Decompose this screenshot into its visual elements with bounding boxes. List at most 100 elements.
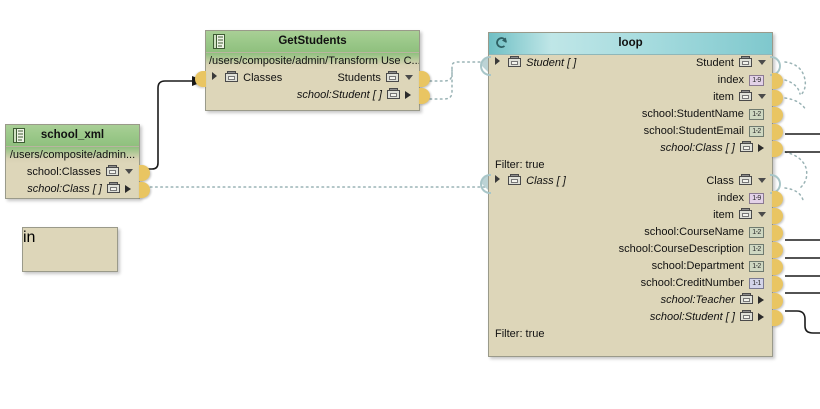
port-label-student-ref: school:Student [ ] (649, 311, 735, 323)
output-port-students[interactable] (419, 71, 430, 87)
output-port-school-class-array[interactable] (139, 182, 150, 198)
wire-teacher-out (785, 310, 820, 334)
chevron-down-icon[interactable] (758, 178, 766, 184)
type-badge-index: 1-9 (749, 75, 764, 87)
output-port-loop-index-1[interactable] (772, 73, 783, 89)
port-row-department[interactable]: school:Department 1-2 (489, 258, 783, 275)
output-port-course-description[interactable] (772, 242, 783, 258)
port-label-teacher: school:Teacher (660, 294, 735, 306)
output-port-student-email[interactable] (772, 124, 783, 140)
chevron-down-icon[interactable] (758, 212, 766, 218)
output-port-loop-item-2[interactable] (772, 208, 783, 224)
output-port-teacher[interactable] (772, 293, 783, 309)
node-loop-title: loop (618, 37, 643, 49)
port-label-credit-number: school:CreditNumber (640, 277, 744, 289)
port-row-loop-index-2[interactable]: index 1-9 (489, 190, 783, 207)
port-row-student-email[interactable]: school:StudentEmail 1-2 (489, 123, 783, 140)
port-row-school-class-array[interactable]: school:Class [ ] (6, 181, 150, 198)
output-port-school-class-ref[interactable] (772, 141, 783, 157)
output-port-school-classes[interactable] (139, 165, 150, 181)
wire-out-student-dotted (784, 61, 807, 97)
port-row-classes-input[interactable]: Classes Students (195, 70, 430, 87)
output-port-student-name[interactable] (772, 107, 783, 123)
output-port-student-array[interactable] (419, 88, 430, 104)
input-port-classes[interactable] (195, 71, 206, 87)
output-port-credit-number[interactable] (772, 276, 783, 292)
expander-icon[interactable] (495, 175, 500, 184)
arrow-left-icon (758, 144, 764, 153)
port-label-department: school:Department (651, 260, 744, 272)
node-school-xml-title: school_xml (40, 129, 105, 141)
arrow-left-icon (125, 185, 131, 194)
filter-label-2-row: Filter: true (489, 326, 772, 342)
output-port-student-ref[interactable] (772, 310, 783, 326)
wire-out-item-dotted (784, 97, 807, 111)
chevron-down-icon[interactable] (758, 94, 766, 100)
port-row-loop-item-2[interactable]: item (489, 207, 783, 224)
port-row-student-ref[interactable]: school:Student [ ] (489, 309, 783, 326)
node-school-xml[interactable]: school_xml /users/composite/admin... sch… (5, 124, 150, 199)
node-school-xml-header[interactable]: school_xml (6, 125, 139, 147)
node-get-students-header[interactable]: GetStudents (206, 31, 419, 53)
port-row-loop-output-class[interactable]: Class (706, 173, 766, 190)
port-row-school-classes[interactable]: school:Classes (6, 164, 150, 181)
wire-out-index-dotted (784, 79, 801, 95)
node-in-header[interactable]: in (23, 228, 117, 248)
node-loop-body: Student [ ] Student index 1-9 item (480, 55, 783, 342)
loop-refresh-icon (495, 35, 509, 50)
port-label-school-class-ref: school:Class [ ] (660, 142, 735, 154)
port-row-course-name[interactable]: school:CourseName 1-2 (489, 224, 783, 241)
filter-label-1: Filter: true (495, 159, 545, 171)
node-get-students-title: GetStudents (278, 35, 347, 47)
port-label-students-output: Students (337, 72, 381, 84)
type-badge-string: 1-2 (749, 227, 764, 239)
node-loop-header[interactable]: loop (489, 33, 772, 55)
output-port-department[interactable] (772, 259, 783, 275)
type-badge-string: 1-2 (749, 109, 764, 121)
expander-icon[interactable] (212, 72, 217, 81)
arrow-left-icon (758, 313, 764, 322)
output-port-course-name[interactable] (772, 225, 783, 241)
chevron-down-icon[interactable] (405, 75, 413, 81)
port-row-loop-item-1[interactable]: item (489, 89, 783, 106)
node-get-students-subtitle: /users/composite/admin/Transform Use C..… (206, 53, 419, 70)
port-label-loop-item-2: item (713, 209, 734, 221)
port-row-loop-input-student[interactable]: Student [ ] Student (480, 55, 781, 76)
port-label-school-classes: school:Classes (26, 166, 101, 178)
output-port-loop-index-2[interactable] (772, 191, 783, 207)
expander-icon[interactable] (495, 57, 500, 66)
port-row-course-description[interactable]: school:CourseDescription 1-2 (489, 241, 783, 258)
port-label-student-email: school:StudentEmail (643, 125, 744, 137)
port-row-loop-input-class[interactable]: Class [ ] Class (480, 173, 781, 194)
datasource-icon (739, 310, 753, 322)
output-port-loop-item-1[interactable] (772, 90, 783, 106)
port-row-loop-index-1[interactable]: index 1-9 (489, 72, 783, 89)
port-row-students-output[interactable]: Students (337, 70, 413, 87)
node-in[interactable]: in (22, 227, 118, 272)
port-label-course-name: school:CourseName (644, 226, 744, 238)
port-row-student-array-output[interactable]: school:Student [ ] (206, 87, 430, 104)
type-badge-string: 1-2 (749, 244, 764, 256)
chevron-down-icon[interactable] (758, 60, 766, 66)
node-get-students[interactable]: GetStudents /users/composite/admin/Trans… (195, 30, 430, 111)
chevron-down-icon[interactable] (125, 169, 133, 175)
wire-out-class-dotted (784, 151, 808, 189)
node-get-students-body: Classes Students school:Student [ ] (195, 70, 430, 110)
port-row-student-name[interactable]: school:StudentName 1-2 (489, 106, 783, 123)
port-row-teacher[interactable]: school:Teacher (489, 292, 783, 309)
input-port-loop-student[interactable] (480, 56, 491, 76)
port-row-school-class-ref[interactable]: school:Class [ ] (489, 140, 783, 157)
datasource-icon (738, 90, 752, 102)
port-label-classes-input: Classes (243, 72, 283, 84)
datasource-icon (738, 56, 752, 68)
datasource-icon (385, 71, 399, 83)
datasource-icon (225, 71, 239, 83)
input-port-loop-class[interactable] (480, 174, 491, 194)
port-label-course-description: school:CourseDescription (618, 243, 744, 255)
datasource-icon (739, 141, 753, 153)
arrow-left-icon (405, 91, 411, 100)
port-row-loop-output-student[interactable]: Student (696, 55, 766, 72)
port-row-credit-number[interactable]: school:CreditNumber 1-1 (489, 275, 783, 292)
node-loop[interactable]: loop Student [ ] Student index (480, 32, 783, 357)
